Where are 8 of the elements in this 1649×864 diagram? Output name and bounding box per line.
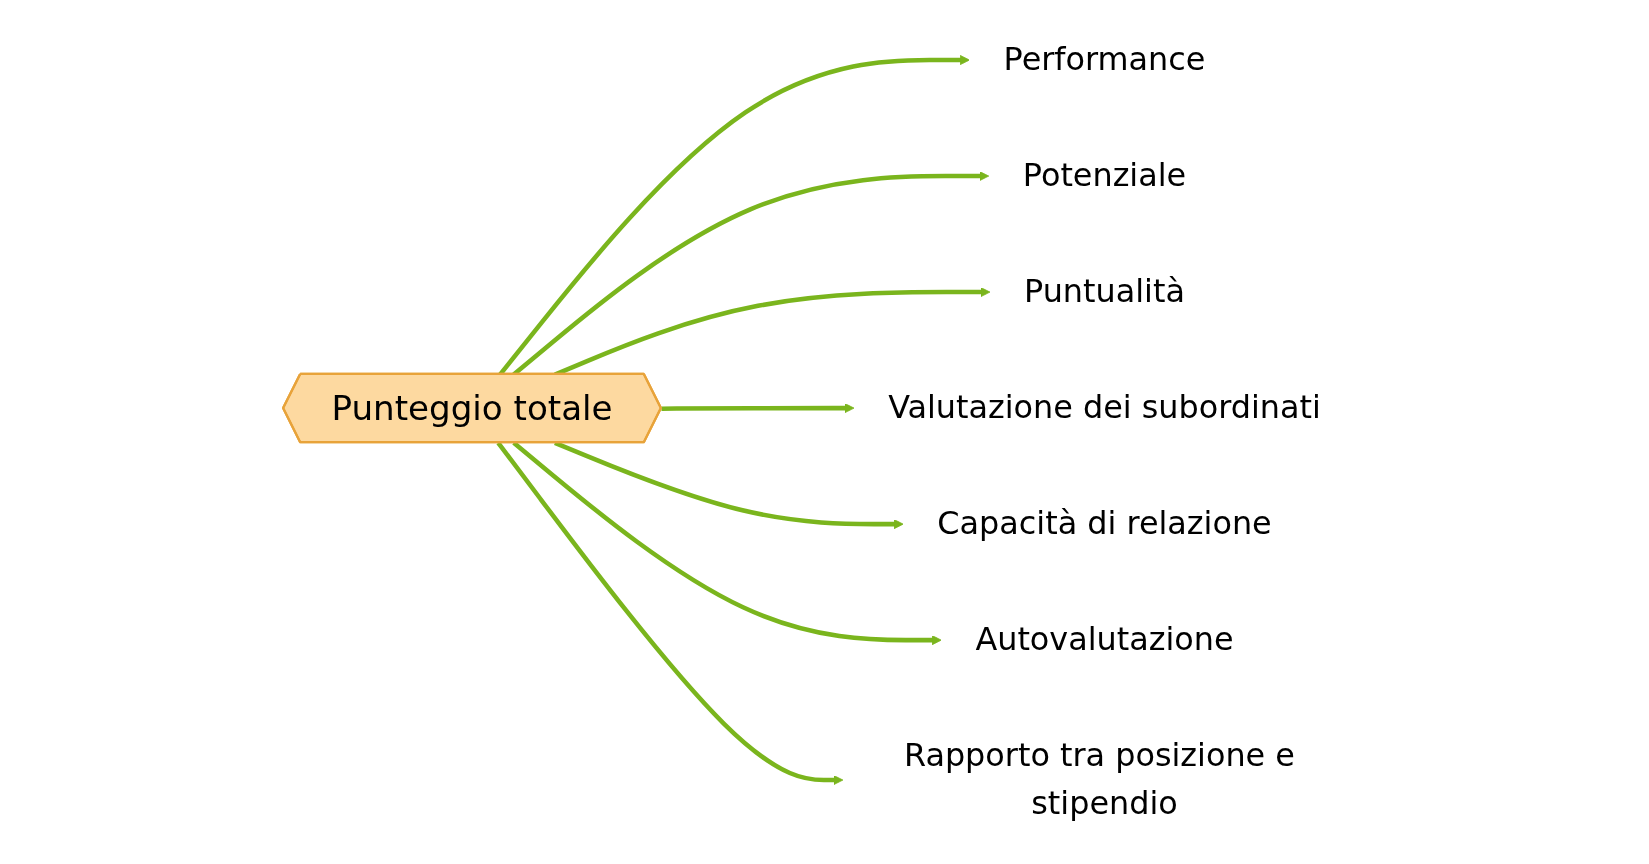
node-text: Potenziale [1022, 156, 1187, 195]
node-text: Performance [1003, 40, 1206, 79]
arrow [661, 403, 855, 414]
node-text: Autovalutazione [975, 620, 1234, 659]
node-text: Puntualità [1023, 272, 1185, 311]
node-text: Valutazione dei subordinati [888, 388, 1321, 427]
node-text: Capacità di relazione [937, 504, 1272, 543]
node-text: Rapporto tra posizione e stipendio [903, 736, 1295, 823]
